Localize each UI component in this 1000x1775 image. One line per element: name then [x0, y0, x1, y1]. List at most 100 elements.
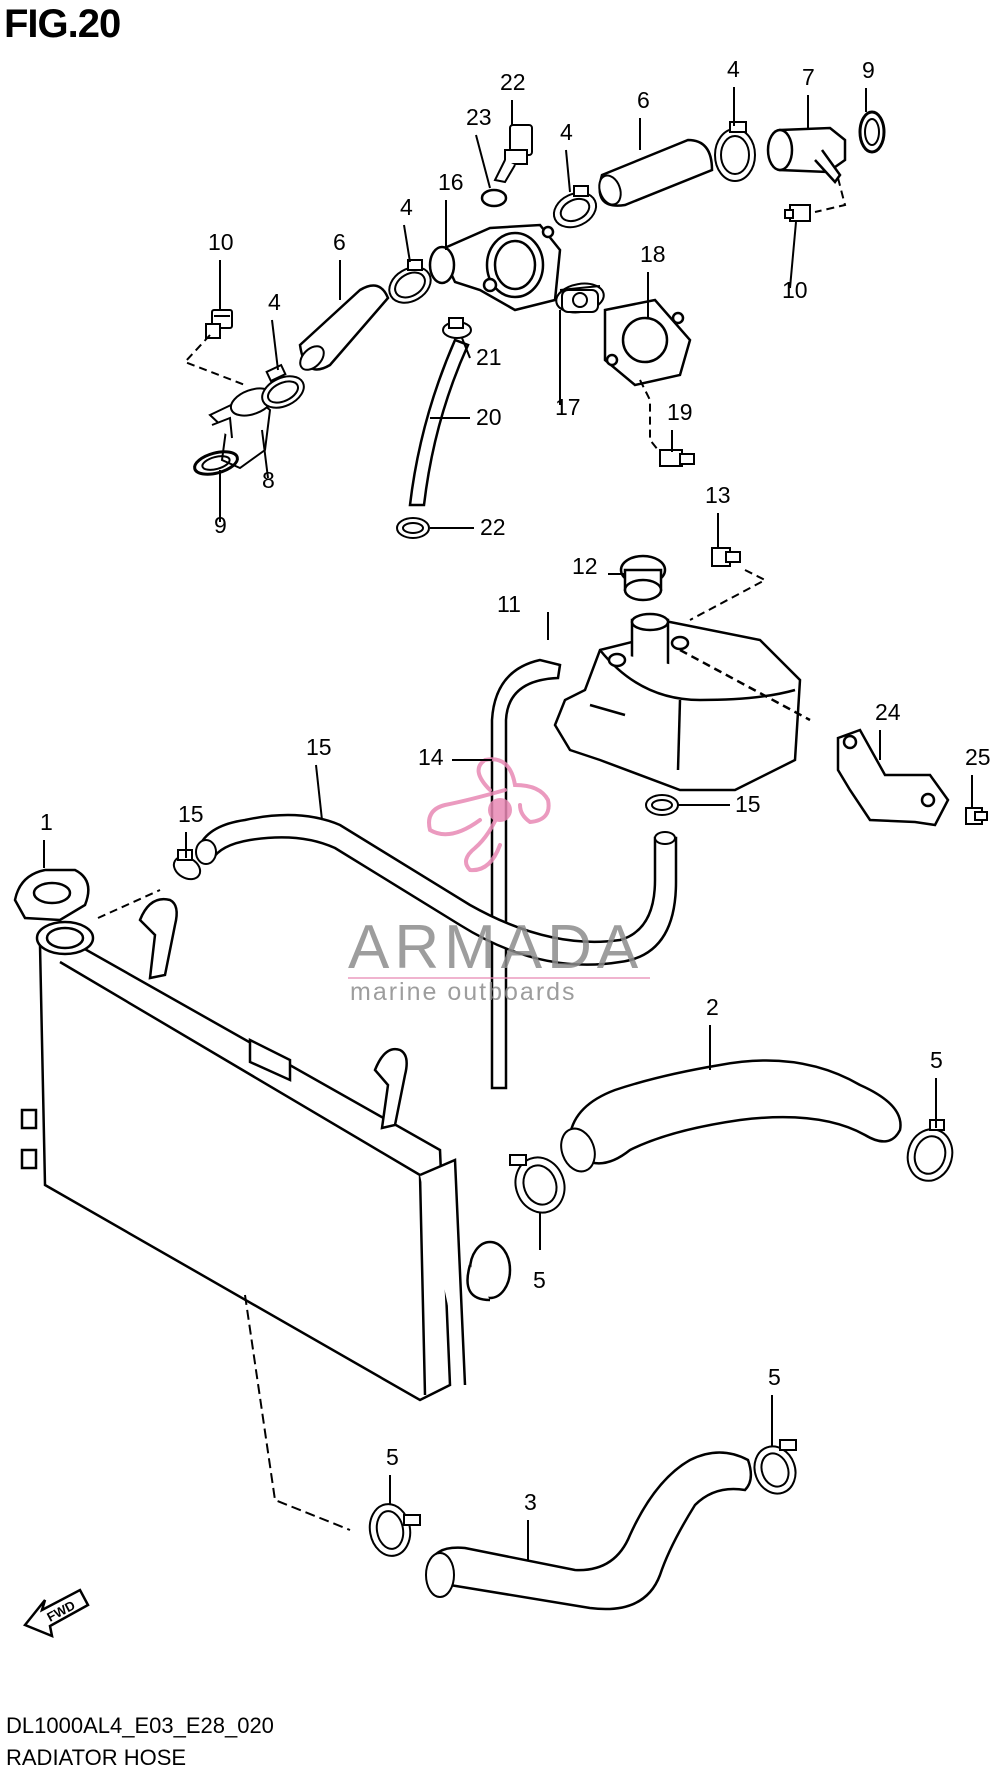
callout-label-15: 15	[178, 801, 204, 827]
thermostat-housing-17	[428, 223, 562, 312]
cap-12	[619, 554, 667, 602]
callout-leader-10	[789, 221, 797, 289]
diagram-code: DL1000AL4_E03_E28_020	[6, 1713, 274, 1738]
callout-label-21: 21	[476, 344, 502, 370]
callout-label-5: 5	[768, 1364, 781, 1390]
clamp-5-hose2-left	[509, 1154, 566, 1214]
bracket-25	[836, 728, 950, 827]
clamp-22-lower	[396, 517, 430, 539]
watermark-brand: ARMADA	[348, 913, 643, 982]
clamp-4-left-upper	[388, 259, 432, 304]
leader-radiator-bottom	[244, 1294, 351, 1531]
callout-label-10: 10	[782, 277, 808, 303]
thermostat-cover-19	[603, 298, 692, 387]
callout-label-18: 18	[640, 241, 666, 267]
diagram-name: RADIATOR HOSE	[6, 1745, 187, 1770]
callout-label-6: 6	[637, 87, 650, 113]
callout-leader-8	[261, 429, 269, 479]
leader-10-right	[814, 177, 847, 213]
callout-label-25: 25	[965, 744, 991, 770]
callout-label-9: 9	[214, 512, 227, 538]
callout-label-10: 10	[208, 229, 234, 255]
o-ring-9-right-inner	[864, 118, 880, 146]
callout-leader-15	[315, 764, 323, 821]
callout-label-6: 6	[333, 229, 346, 255]
callout-leader-4	[565, 149, 571, 193]
callout-label-5: 5	[930, 1047, 943, 1073]
callout-label-4: 4	[268, 289, 281, 315]
callout-label-13: 13	[705, 482, 731, 508]
callout-label-24: 24	[875, 699, 901, 725]
clamp-5-hose3-right	[753, 1439, 797, 1495]
hose-6-top-end	[598, 174, 622, 206]
callout-label-12: 12	[572, 553, 598, 579]
bolt-13	[711, 547, 741, 567]
hose-2-end-left	[560, 1127, 596, 1173]
callout-label-22: 22	[480, 514, 506, 540]
callout-label-11: 11	[497, 591, 521, 617]
hose-16-end-left	[195, 839, 217, 865]
leader-10-left	[183, 334, 246, 386]
callout-label-19: 19	[667, 399, 693, 425]
callout-leader-4	[403, 224, 411, 263]
o-ring-24	[480, 188, 508, 208]
figure-title: FIG.20	[4, 2, 121, 46]
clamp-4-left-lower	[261, 363, 305, 409]
radiator	[20, 897, 512, 1402]
callout-label-3: 3	[524, 1489, 537, 1515]
leader-13	[689, 569, 768, 621]
radiator-cap-1	[13, 868, 90, 922]
callout-label-22: 22	[500, 69, 526, 95]
hose-2	[568, 1059, 902, 1165]
clamp-15-right	[645, 794, 679, 816]
watermark-tagline: marine outboards	[350, 978, 577, 1006]
callout-label-5: 5	[386, 1444, 399, 1470]
clamp-22-upper	[442, 317, 472, 339]
thermostat-18	[555, 282, 605, 314]
o-ring-9-right	[858, 110, 886, 154]
hose-3-end-left	[425, 1552, 455, 1598]
callout-label-9: 9	[862, 57, 875, 83]
callout-leader-23	[475, 134, 491, 189]
callout-label-2: 2	[706, 994, 719, 1020]
callout-label-4: 4	[727, 56, 740, 82]
o-ring-9-left	[193, 450, 239, 476]
callout-leader-4	[271, 319, 279, 371]
o-ring-9-left-inner	[201, 455, 231, 471]
hose-3	[428, 1451, 753, 1611]
bolt-26	[965, 807, 988, 825]
hose-6-left-end	[299, 345, 325, 371]
leader-20	[639, 379, 659, 451]
clamp-4-center	[552, 185, 598, 229]
bolt-20	[659, 449, 695, 467]
callout-label-17: 17	[555, 394, 581, 420]
hose-16	[198, 813, 678, 966]
hose-16-end-right	[654, 831, 676, 845]
clamp-5-hose2-right	[906, 1119, 954, 1182]
callout-label-8: 8	[262, 467, 275, 493]
callout-label-4: 4	[400, 194, 413, 220]
callout-label-7: 7	[802, 64, 815, 90]
bolt-10-left	[205, 309, 233, 339]
hose-21	[408, 338, 470, 507]
clamp-4-right	[714, 121, 756, 182]
callout-label-23: 23	[466, 104, 492, 130]
fwd-arrow-icon: FWD	[22, 1588, 90, 1639]
bolt-10-right	[784, 204, 811, 222]
clamp-5-hose3-left	[368, 1503, 421, 1557]
callout-label-14: 14	[418, 744, 444, 770]
reservoir-tank-11	[553, 612, 811, 792]
pipe-7	[766, 126, 847, 184]
callout-label-20: 20	[476, 404, 502, 430]
callout-label-1: 1	[40, 809, 53, 835]
callout-label-5: 5	[533, 1267, 546, 1293]
armada-logo: ARMADA marine outboards	[348, 757, 650, 1006]
hose-14	[490, 658, 562, 1090]
callout-label-15: 15	[735, 791, 761, 817]
sensor-23	[493, 124, 533, 184]
leader-1	[97, 889, 161, 919]
callout-label-4: 4	[560, 119, 573, 145]
